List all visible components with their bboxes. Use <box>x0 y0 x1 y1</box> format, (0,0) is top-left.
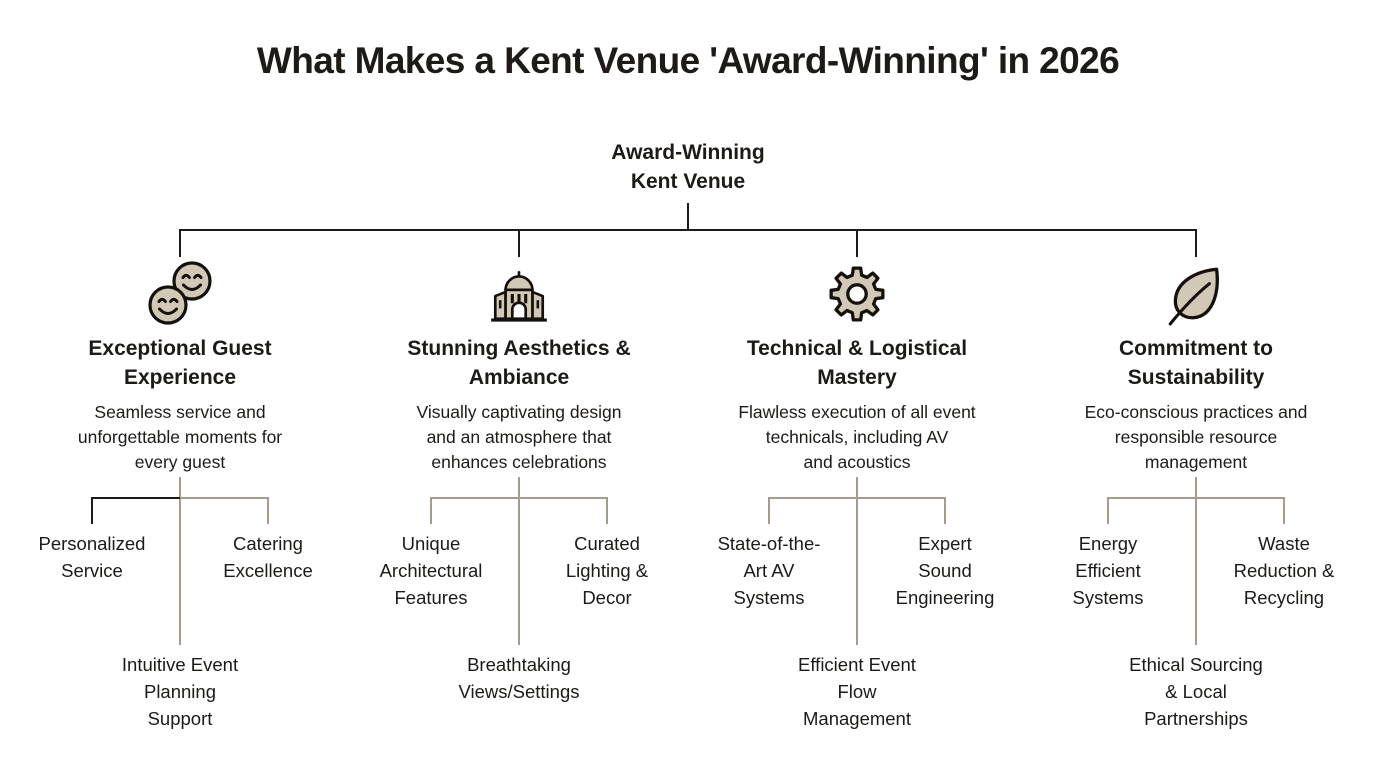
child-node-expert-sound-engineering: Expert Sound Engineering <box>895 533 995 608</box>
branch-icon-box <box>140 256 220 332</box>
smiling-faces-icon <box>148 261 212 325</box>
connector-sub-drop-right-3 <box>944 497 946 524</box>
branch-stunning-aesthetics-ambiance: Stunning Aesthetics & Ambiance Visually … <box>359 256 679 475</box>
branch-icon-box <box>486 256 552 332</box>
connector-sub-horizontal-right-1 <box>180 497 268 499</box>
connector-sub-horizontal-4 <box>1108 497 1284 499</box>
connector-sub-drop-left-1 <box>91 497 93 524</box>
branch-title: Technical & Logistical Mastery <box>746 337 968 389</box>
connector-sub-drop-right-2 <box>606 497 608 524</box>
branch-icon-box <box>1163 256 1229 332</box>
branch-title: Commitment to Sustainability <box>1119 337 1273 389</box>
child-node-personalized-service: Personalized Service <box>38 533 146 581</box>
child-node-unique-architectural: Unique Architectural Features <box>379 533 483 608</box>
child-node-efficient-event-flow: Efficient Event Flow Management <box>798 654 916 729</box>
branch-icon-box <box>826 256 888 332</box>
branch-technical-logistical-mastery: Technical & Logistical Mastery Flawless … <box>697 256 1017 475</box>
child-node-energy-efficient-systems: Energy Efficient Systems <box>1072 533 1144 608</box>
connector-drop-branch-3 <box>856 230 858 257</box>
venue-building-icon <box>491 271 547 322</box>
branch-title: Stunning Aesthetics & Ambiance <box>407 337 631 389</box>
root-node-label: Award-Winning Kent Venue <box>611 141 765 193</box>
connector-sub-horizontal-2 <box>431 497 607 499</box>
page-title: What Makes a Kent Venue 'Award-Winning' … <box>256 40 1120 81</box>
connector-sub-horizontal-3 <box>769 497 945 499</box>
connector-sub-drop-left-3 <box>768 497 770 524</box>
connector-drop-branch-4 <box>1195 230 1197 257</box>
connector-sub-drop-left-4 <box>1107 497 1109 524</box>
connector-sub-vertical-4 <box>1195 477 1197 645</box>
gear-icon <box>829 266 885 322</box>
branch-description: Flawless execution of all event technica… <box>738 402 976 472</box>
connector-main-horizontal <box>179 229 1197 231</box>
branch-description: Eco-conscious practices and responsible … <box>1084 402 1308 472</box>
connector-sub-drop-right-4 <box>1283 497 1285 524</box>
connector-drop-branch-1 <box>179 230 181 257</box>
connector-sub-vertical-2 <box>518 477 520 645</box>
branch-exceptional-guest-experience: Exceptional Guest Experience Seamless se… <box>20 256 340 475</box>
child-node-catering-excellence: Catering Excellence <box>223 533 313 581</box>
connector-sub-vertical-1 <box>179 477 181 645</box>
child-node-intuitive-event-planning: Intuitive Event Planning Support <box>121 654 239 729</box>
connector-sub-drop-right-1 <box>267 497 269 524</box>
connector-sub-vertical-3 <box>856 477 858 645</box>
connector-sub-horizontal-left-1 <box>92 497 180 499</box>
child-node-breathtaking-views: Breathtaking Views/Settings <box>458 654 580 702</box>
child-node-state-of-the-art-av: State-of-the- Art AV Systems <box>717 533 821 608</box>
connector-root-stem <box>687 203 689 230</box>
child-node-ethical-sourcing-local: Ethical Sourcing & Local Partnerships <box>1129 654 1263 729</box>
branch-description: Visually captivating design and an atmos… <box>416 402 622 472</box>
branch-commitment-to-sustainability: Commitment to Sustainability Eco-conscio… <box>1036 256 1356 475</box>
child-node-curated-lighting-decor: Curated Lighting & Decor <box>565 533 649 608</box>
connector-drop-branch-2 <box>518 230 520 257</box>
child-node-waste-reduction-recycling: Waste Reduction & Recycling <box>1233 533 1335 608</box>
leaf-icon <box>1168 267 1219 326</box>
branch-title: Exceptional Guest Experience <box>88 337 272 389</box>
connector-sub-drop-left-2 <box>430 497 432 524</box>
branch-description: Seamless service and unforgettable momen… <box>77 402 283 472</box>
